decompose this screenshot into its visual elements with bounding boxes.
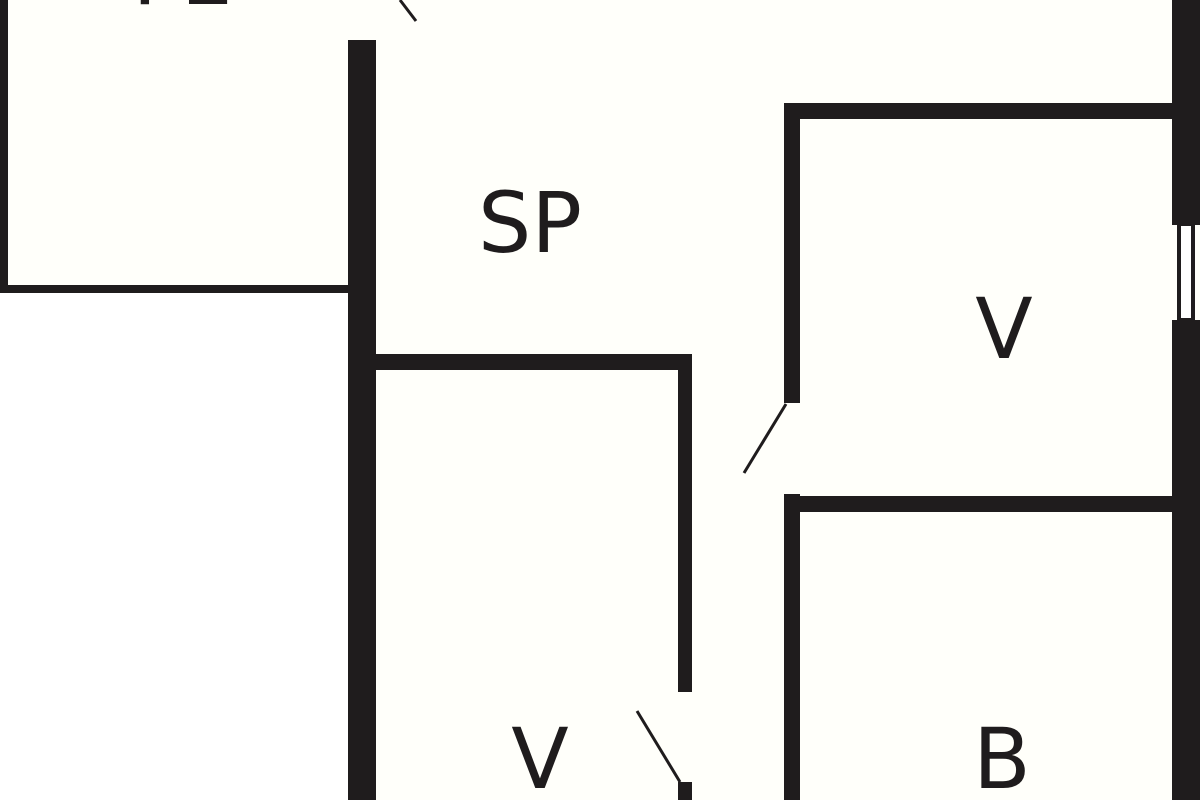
room-labels: FL SP V V B: [132, 0, 1032, 800]
room-label-corridor: SP: [478, 174, 582, 272]
wall-middle-room-top: [376, 354, 692, 370]
door-leaf-top: [398, 0, 418, 22]
room-label-right-upper: V: [975, 280, 1032, 378]
wall-top-left-room-left: [0, 0, 8, 292]
wall-right-rooms-divider: [784, 496, 1180, 512]
wall-top-left-room-bottom: [0, 285, 352, 293]
wall-corridor-left: [348, 40, 376, 800]
wall-middle-room-right-upper: [678, 354, 692, 692]
floor-corridor: [352, 0, 1200, 800]
wall-outer-right-lower: [1172, 320, 1200, 800]
room-label-right-lower: B: [973, 710, 1031, 800]
door-leaves: [398, 0, 788, 783]
window: [1177, 222, 1195, 322]
room-label-middle-lower: V: [511, 710, 568, 800]
door-leaf-middle-room: [635, 710, 682, 783]
thin-walls: [0, 0, 352, 293]
wall-middle-room-right-lower: [678, 782, 692, 800]
floor-top-left-room: [0, 0, 352, 292]
wall-outer-right-upper: [1172, 0, 1200, 225]
thick-walls: [348, 0, 1200, 800]
room-label-top-left: FL: [132, 0, 227, 24]
door-leaf-right-upper-room: [742, 403, 788, 474]
wall-right-rooms-left-upper: [784, 103, 800, 403]
wall-right-upper-room-top: [784, 103, 1180, 119]
window-glass: [1181, 226, 1191, 318]
wall-right-rooms-left-lower: [784, 494, 800, 800]
